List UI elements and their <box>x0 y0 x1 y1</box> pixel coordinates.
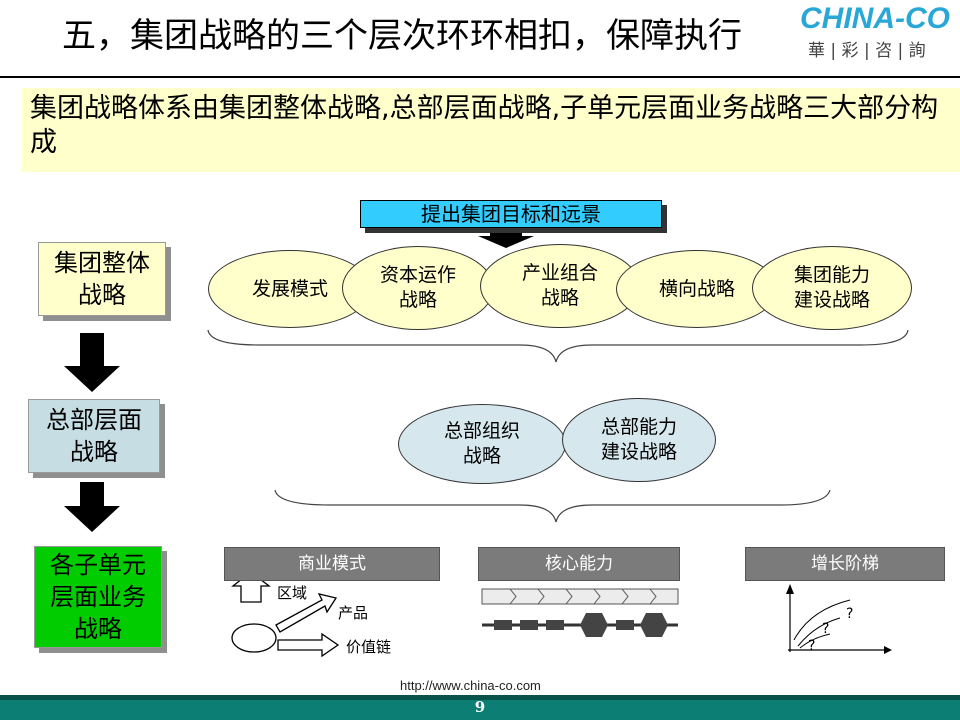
ellipse-label: 总部能力 <box>600 416 677 438</box>
ellipse-label: 集团能力 <box>793 264 870 286</box>
level-subunit: 各子单元 层面业务 战略 <box>34 546 162 648</box>
level-label: 集团整体 <box>54 249 150 277</box>
right-arrow-icon <box>277 632 340 658</box>
goal-box: 提出集团目标和远景 <box>360 200 662 228</box>
footer-stripe <box>0 695 960 700</box>
goal-arrow-icon <box>478 236 534 248</box>
growth-question-mark: ? <box>808 638 816 654</box>
ellipse-hq-capability: 总部能力 建设战略 <box>562 398 716 482</box>
logo-text: CHINA-CO <box>800 2 950 34</box>
footer-url[interactable]: http://www.china-co.com <box>400 678 541 693</box>
down-arrow-icon <box>64 366 120 392</box>
axis-arrow-icon <box>786 584 794 594</box>
title-divider <box>0 76 960 78</box>
level-hq: 总部层面 战略 <box>28 399 160 473</box>
ellipse-label: 资本运作 <box>379 264 456 286</box>
growth-question-mark: ? <box>846 606 854 622</box>
core-capability-box: 核心能力 <box>478 547 680 581</box>
growth-ladder-box: 增长阶梯 <box>745 547 945 581</box>
ellipse-hq-organization: 总部组织 战略 <box>398 404 566 484</box>
ellipse-label: 战略 <box>462 445 501 467</box>
ellipse-capability-strategy: 集团能力 建设战略 <box>752 246 912 330</box>
logo-char: 彩 <box>841 41 859 61</box>
ellipse-label: 战略 <box>398 289 437 311</box>
summary-banner <box>22 88 960 172</box>
down-arrow-stem <box>80 482 104 508</box>
ellipse-label: 战略 <box>540 287 579 309</box>
level-label: 战略 <box>78 281 126 309</box>
level-label: 战略 <box>74 615 122 643</box>
level-label: 各子单元 <box>50 551 146 579</box>
level-group: 集团整体 战略 <box>38 242 166 316</box>
page-number: 9 <box>474 698 486 716</box>
ellipse-label: 建设战略 <box>793 289 870 311</box>
summary-text: 集团战略体系由集团整体战略,总部层面战略,子单元层面业务战略三大部分构成 <box>30 93 939 158</box>
chevron-icons <box>509 588 657 605</box>
logo-char: 詢 <box>908 41 926 61</box>
brace-hq <box>274 489 831 523</box>
axis-arrow-icon <box>884 646 892 654</box>
diagonal-arrow-icon <box>275 593 338 633</box>
growth-curve <box>799 633 831 649</box>
ellipse-portfolio-strategy: 产业组合 战略 <box>480 244 640 328</box>
ellipse-label: 建设战略 <box>600 441 677 463</box>
growth-curve <box>793 599 851 641</box>
ellipse-horizontal-strategy: 横向战略 <box>616 250 778 328</box>
down-arrow-stem <box>80 333 104 367</box>
ellipse-label: 产业组合 <box>521 262 598 284</box>
level-label: 层面业务 <box>50 583 146 611</box>
page-title: 五，集团战略的三个层次环环相扣，保障执行 <box>62 16 742 56</box>
business-model-box: 商业模式 <box>224 547 440 581</box>
goal-arrow-stem <box>490 228 522 238</box>
value-chain-label: 价值链 <box>346 638 392 656</box>
capability-bar <box>481 588 679 605</box>
level-label: 总部层面 <box>46 406 142 434</box>
chain-icon <box>494 613 668 637</box>
ellipse-capital-strategy: 资本运作 战略 <box>342 246 494 330</box>
growth-curve <box>797 617 841 647</box>
ellipse-icon <box>231 623 277 653</box>
product-label: 产品 <box>338 604 369 622</box>
brace-group <box>207 329 909 363</box>
down-arrow-icon <box>64 506 120 532</box>
china-co-logo: CHINA-CO <box>800 2 950 34</box>
logo-char: 咨 <box>875 41 893 61</box>
ellipse-label: 发展模式 <box>251 277 328 300</box>
growth-question-mark: ? <box>822 621 830 637</box>
region-label: 区域 <box>277 584 308 602</box>
logo-char: 華 <box>808 41 825 61</box>
ellipse-label: 横向战略 <box>658 277 735 300</box>
logo-chinese: 華 | 彩 | 咨 | 詢 <box>808 41 926 61</box>
ellipse-label: 总部组织 <box>443 420 520 442</box>
level-label: 战略 <box>70 438 118 466</box>
